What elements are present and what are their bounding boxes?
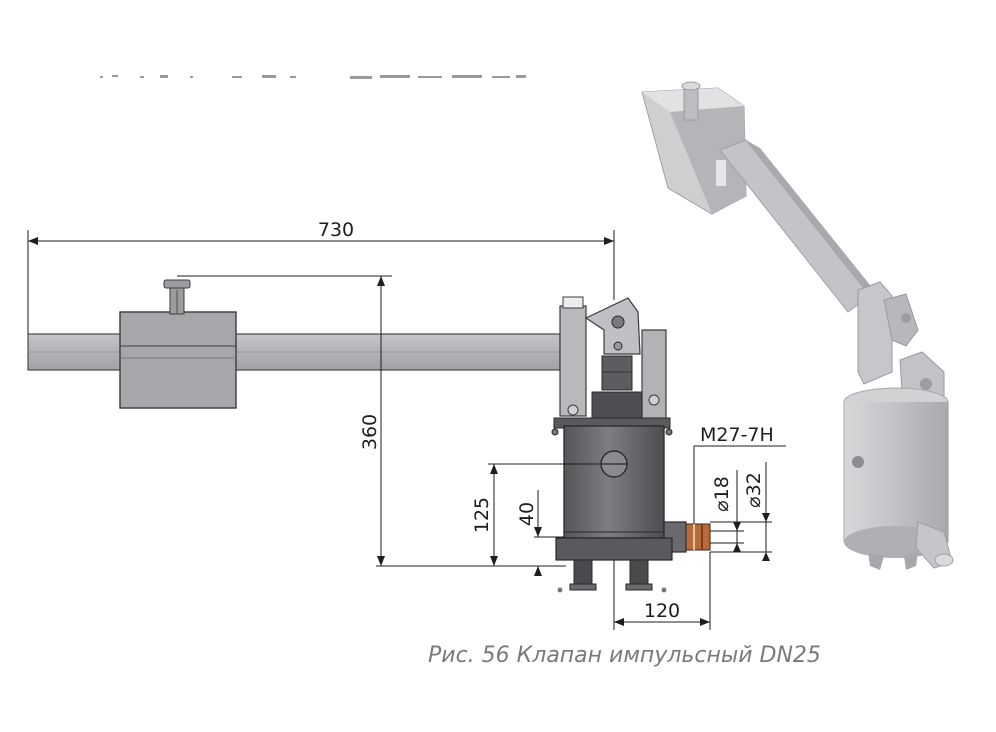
stem-nut bbox=[601, 355, 633, 391]
bottom-flange bbox=[555, 537, 673, 561]
counterweight bbox=[119, 311, 237, 409]
left-bracket bbox=[559, 305, 587, 417]
copper-gasket bbox=[685, 523, 711, 551]
right-bracket bbox=[641, 329, 667, 421]
dimension-diameter-18: ⌀18 bbox=[710, 470, 744, 552]
bottom-bolt bbox=[569, 559, 597, 591]
dimension-diameter-32: ⌀32 bbox=[710, 462, 772, 561]
dimension-120: 120 bbox=[613, 552, 711, 630]
svg-text:⌀18: ⌀18 bbox=[711, 476, 733, 512]
faint-text-remnant bbox=[100, 75, 526, 79]
svg-text:40: 40 bbox=[516, 502, 538, 526]
dimension-40: 40 bbox=[516, 490, 564, 576]
figure-caption: Рис. 56 Клапан импульсный DN25 bbox=[428, 643, 821, 668]
valve-3d-render bbox=[641, 81, 954, 570]
bottom-bolt bbox=[625, 559, 653, 591]
dimension-125: 125 bbox=[471, 463, 600, 566]
svg-text:125: 125 bbox=[471, 497, 493, 533]
svg-text:730: 730 bbox=[318, 219, 354, 241]
svg-text:⌀32: ⌀32 bbox=[743, 472, 765, 508]
thread-callout: M27-7H bbox=[693, 424, 786, 524]
svg-text:360: 360 bbox=[359, 414, 381, 450]
dimension-360: 360 bbox=[177, 275, 566, 567]
front-view bbox=[27, 279, 711, 593]
bonnet bbox=[591, 391, 643, 419]
svg-text:120: 120 bbox=[644, 600, 680, 622]
svg-text:M27-7H: M27-7H bbox=[700, 424, 774, 446]
valve-body bbox=[563, 425, 665, 539]
dimension-730: 730 bbox=[27, 219, 615, 334]
